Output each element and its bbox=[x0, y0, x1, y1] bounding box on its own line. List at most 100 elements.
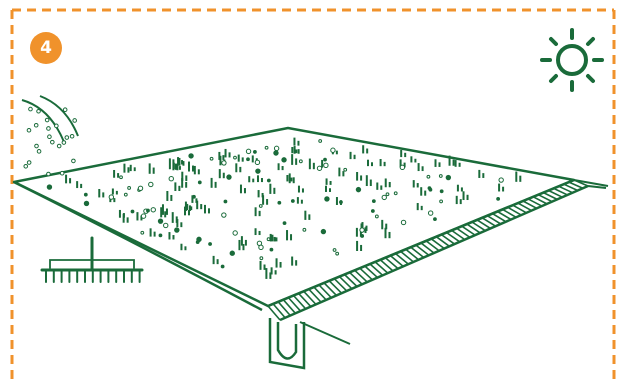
grass-tuft bbox=[76, 181, 83, 189]
falling-seed bbox=[33, 122, 39, 128]
falling-seed bbox=[23, 164, 29, 169]
seed-dot bbox=[323, 157, 327, 162]
grate-slat bbox=[374, 261, 389, 274]
grass-tuft bbox=[293, 146, 300, 154]
falling-seed bbox=[46, 126, 51, 131]
grate-slat bbox=[318, 284, 332, 299]
grate-slat bbox=[476, 219, 491, 230]
seed-dot bbox=[46, 184, 53, 190]
grate-slat bbox=[328, 280, 343, 294]
grass-tuft bbox=[366, 159, 373, 167]
seed-dot bbox=[254, 159, 261, 166]
seed-dot bbox=[137, 185, 144, 192]
grass-tuft bbox=[176, 219, 183, 228]
grate-slat bbox=[558, 185, 573, 194]
rake-icon bbox=[40, 236, 144, 283]
grass-tuft bbox=[296, 197, 303, 204]
grate-slat bbox=[323, 282, 338, 296]
seed-dot bbox=[343, 167, 348, 172]
seed-dot bbox=[233, 155, 237, 160]
grass-tuft bbox=[455, 195, 462, 205]
falling-seed bbox=[36, 149, 42, 154]
grate-slat bbox=[548, 189, 563, 198]
grass-tuft bbox=[174, 182, 181, 191]
grass-tuft bbox=[362, 145, 369, 154]
seed-dot bbox=[439, 199, 443, 204]
grass-tuft bbox=[168, 158, 175, 170]
grass-tuft bbox=[254, 207, 261, 217]
grass-tuft bbox=[293, 137, 300, 146]
seed-dot bbox=[360, 234, 365, 238]
grass-tuft bbox=[235, 163, 242, 173]
grass-tuft bbox=[478, 169, 485, 178]
grass-tuft bbox=[297, 185, 304, 193]
falling-seed bbox=[26, 127, 32, 133]
grass-tuft bbox=[98, 189, 105, 198]
seed-dot bbox=[359, 227, 365, 233]
seed-dot bbox=[290, 199, 295, 203]
seed-dot bbox=[371, 199, 376, 204]
grass-tuft bbox=[412, 180, 419, 188]
grass-tuft bbox=[454, 160, 461, 167]
grate-slat bbox=[425, 240, 440, 252]
seed-dot bbox=[281, 157, 287, 163]
seed-dot bbox=[298, 159, 303, 164]
grass-tuft bbox=[304, 210, 311, 220]
grass-tuft bbox=[376, 182, 383, 190]
grass-tuft bbox=[181, 178, 188, 188]
seed-dot bbox=[157, 218, 164, 224]
seed-dot bbox=[426, 174, 431, 179]
falling-seed bbox=[72, 118, 77, 123]
drainage-channel-icon bbox=[267, 178, 609, 370]
seed-dot bbox=[399, 164, 406, 171]
seed-dot bbox=[269, 247, 274, 252]
seed-dot bbox=[163, 222, 169, 229]
grass-tuft bbox=[122, 213, 129, 223]
grass-tuft bbox=[269, 183, 276, 194]
seed-dot bbox=[277, 200, 282, 205]
falling-seed bbox=[56, 143, 62, 149]
grass-tuft bbox=[420, 187, 427, 196]
seed-dot bbox=[374, 214, 379, 219]
grass-tuft bbox=[356, 240, 363, 251]
grass-tuft bbox=[218, 169, 225, 179]
falling-seed bbox=[64, 135, 70, 140]
grass-tuft bbox=[224, 148, 231, 158]
grate-slat bbox=[481, 217, 497, 227]
seed-dot bbox=[355, 186, 362, 193]
grass-tuft bbox=[259, 260, 266, 270]
grass-tuft bbox=[288, 173, 295, 184]
seed-dot bbox=[266, 178, 271, 183]
grass-tuft bbox=[161, 204, 168, 215]
seed-dot bbox=[140, 213, 147, 219]
seed-dot bbox=[439, 189, 444, 194]
grate-slat bbox=[277, 301, 291, 317]
grate-slat bbox=[568, 181, 584, 189]
seed-dot bbox=[208, 242, 212, 246]
grate-slat bbox=[389, 254, 404, 268]
grate-slat bbox=[333, 278, 348, 292]
seed-dot bbox=[316, 165, 323, 171]
seed-dot bbox=[229, 250, 235, 256]
seed-dot bbox=[259, 256, 264, 261]
grass-tuft bbox=[365, 175, 372, 187]
grate-slat bbox=[405, 248, 420, 261]
grate-slat bbox=[308, 288, 322, 303]
grate-slat bbox=[451, 229, 466, 241]
seed-dot bbox=[123, 192, 128, 197]
grate-slat bbox=[461, 225, 476, 236]
grass-tuft bbox=[238, 239, 245, 251]
seed-dot bbox=[400, 219, 407, 226]
grass-tuft bbox=[384, 227, 391, 239]
grass-tuft bbox=[349, 151, 356, 160]
grate-slat bbox=[364, 265, 379, 279]
grate-slat bbox=[410, 246, 425, 259]
grass-tuft bbox=[111, 188, 118, 195]
grass-tuft bbox=[434, 159, 441, 167]
step-number-badge: 4 bbox=[30, 32, 62, 64]
seed-dot bbox=[146, 208, 150, 213]
seed-dot bbox=[302, 227, 307, 232]
grate-slat bbox=[537, 193, 553, 203]
